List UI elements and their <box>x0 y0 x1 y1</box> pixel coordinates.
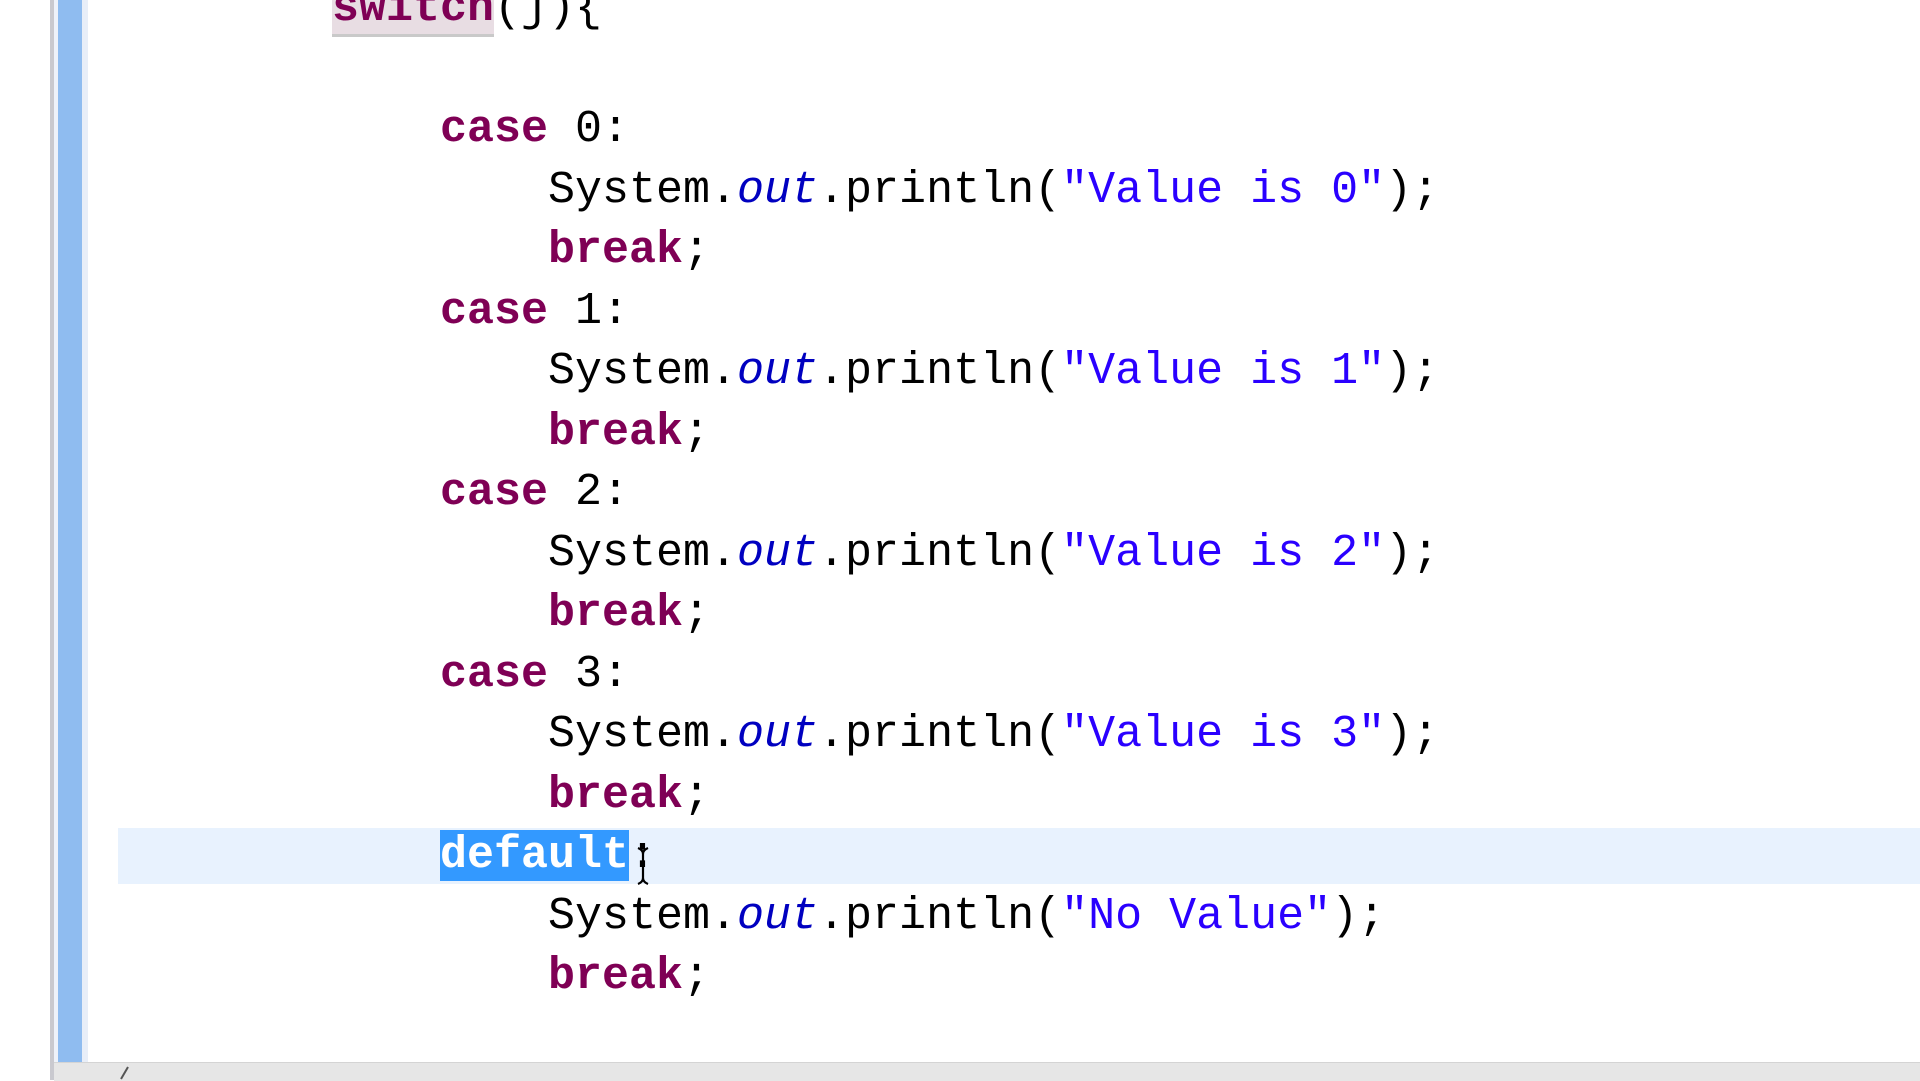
code-line[interactable]: break; <box>548 584 710 645</box>
code-line[interactable]: break; <box>548 221 710 282</box>
code-line[interactable]: break; <box>548 947 710 1008</box>
keyword-token: case <box>440 467 549 518</box>
code-token: ; <box>683 406 711 458</box>
code-token: ; <box>683 951 711 1002</box>
field-token: out <box>737 709 819 760</box>
field-token: out <box>737 890 819 942</box>
code-line[interactable]: break; <box>548 766 710 827</box>
code-line[interactable]: case 2: <box>440 463 629 524</box>
text-cursor-ibeam-icon <box>637 846 649 886</box>
code-token: ); <box>1385 164 1440 216</box>
code-token: .println( <box>818 527 1062 579</box>
field-token: out <box>737 346 819 397</box>
code-token: .println( <box>818 709 1062 760</box>
code-token: 1: <box>548 285 630 337</box>
code-line[interactable]: System.out.println("No Value"); <box>548 887 1385 948</box>
code-token: ; <box>683 769 711 821</box>
keyword-token: case <box>440 648 549 700</box>
code-token: 3: <box>548 648 630 700</box>
code-token: (j){ <box>494 0 603 34</box>
keyword-token: break <box>548 769 684 821</box>
code-token: System. <box>548 164 738 216</box>
editor-frame-border <box>50 0 54 1080</box>
keyword-token: case <box>440 285 549 337</box>
code-line[interactable]: break; <box>548 403 710 464</box>
code-token: ; <box>683 225 711 276</box>
code-token: System. <box>548 346 738 397</box>
keyword-token: break <box>548 951 684 1002</box>
code-line[interactable]: System.out.println("Value is 3"); <box>548 705 1439 766</box>
current-line-highlight <box>118 828 1920 884</box>
keyword-token: case <box>440 104 549 155</box>
code-token: ); <box>1385 709 1440 760</box>
code-line[interactable]: System.out.println("Value is 2"); <box>548 524 1439 585</box>
scroll-arrow-icon[interactable] <box>118 1066 130 1080</box>
code-token: 0: <box>548 104 630 155</box>
code-token: .println( <box>818 164 1062 216</box>
field-token: out <box>737 527 819 579</box>
keyword-token: break <box>548 406 684 458</box>
code-line[interactable]: switch(j){ <box>332 0 602 40</box>
code-token: System. <box>548 527 738 579</box>
code-token: .println( <box>818 890 1062 942</box>
code-token: ; <box>683 588 711 639</box>
string-token: "Value is 3" <box>1061 709 1386 760</box>
field-token: out <box>737 164 819 216</box>
string-token: "Value is 2" <box>1061 527 1386 579</box>
code-editor[interactable]: switch(j){case 0:System.out.println("Val… <box>88 0 1920 1062</box>
string-token: "Value is 1" <box>1061 346 1386 397</box>
code-line[interactable]: default: <box>440 826 656 887</box>
editor-gutter <box>54 0 58 1062</box>
code-line[interactable]: System.out.println("Value is 1"); <box>548 342 1439 403</box>
keyword-token: switch <box>332 0 495 37</box>
keyword-token: default <box>440 830 630 881</box>
range-indicator-bar[interactable] <box>58 0 82 1062</box>
code-token: System. <box>548 709 738 760</box>
keyword-token: break <box>548 225 684 276</box>
code-line[interactable]: case 1: <box>440 282 629 343</box>
code-line[interactable]: case 0: <box>440 100 629 161</box>
code-token: System. <box>548 890 738 942</box>
code-token: 2: <box>548 467 630 518</box>
string-token: "No Value" <box>1061 890 1332 942</box>
annotation-ruler <box>82 0 88 1062</box>
keyword-token: break <box>548 588 684 639</box>
code-line[interactable]: case 3: <box>440 645 629 706</box>
code-token: ); <box>1385 346 1440 397</box>
string-token: "Value is 0" <box>1061 164 1386 216</box>
code-token: ); <box>1331 890 1386 942</box>
code-token: .println( <box>818 346 1062 397</box>
horizontal-scrollbar[interactable] <box>54 1062 1920 1081</box>
code-token: ); <box>1385 527 1440 579</box>
left-margin <box>0 0 50 1080</box>
code-line[interactable]: System.out.println("Value is 0"); <box>548 161 1439 222</box>
